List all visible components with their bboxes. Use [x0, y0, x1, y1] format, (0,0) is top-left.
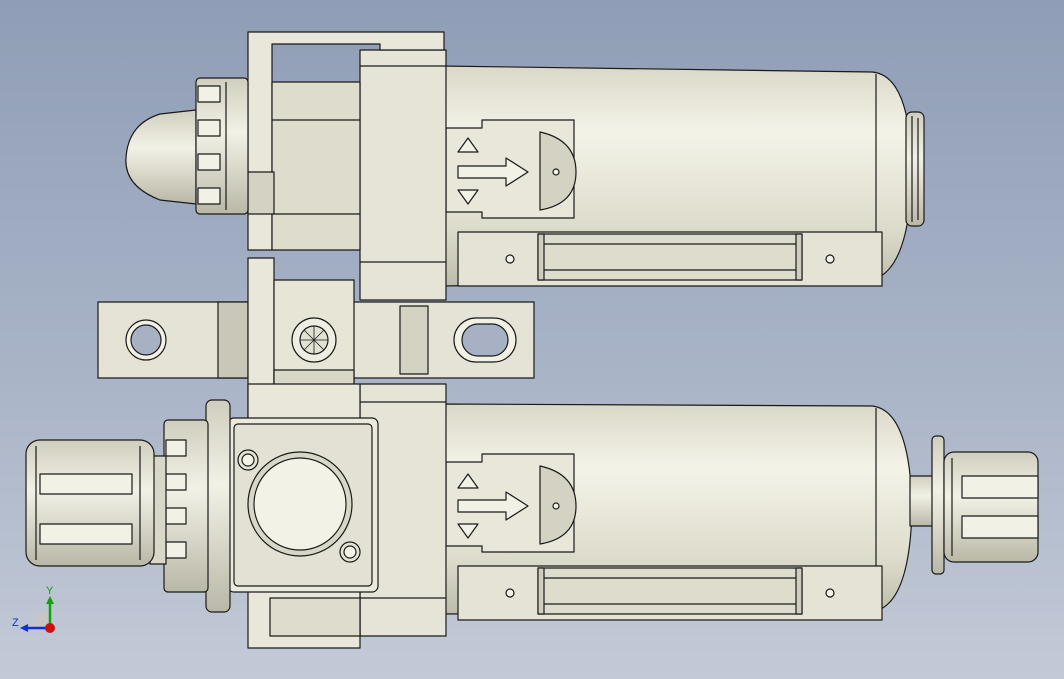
part-edge	[399, 305, 429, 375]
part-edge	[197, 85, 221, 103]
part-edge	[537, 567, 803, 615]
part-edge	[457, 189, 479, 205]
part-edge	[537, 567, 545, 615]
part-edge	[195, 77, 249, 215]
upper-unit	[125, 31, 925, 301]
upper-oil-plug	[125, 77, 249, 215]
part-edge	[25, 439, 155, 567]
drain-knob	[909, 435, 1039, 575]
part-edge	[961, 515, 1039, 539]
part-edge	[961, 475, 1039, 499]
upper-flow-arrow	[457, 157, 529, 187]
part-edge	[943, 451, 1039, 563]
part-edge	[457, 523, 479, 539]
part-edge	[247, 31, 445, 251]
part-edge	[552, 168, 560, 176]
part-edge	[39, 523, 133, 545]
part-edge	[165, 473, 187, 491]
part-edge	[241, 453, 255, 467]
part-edge	[505, 254, 515, 264]
part-edge	[165, 541, 187, 559]
upper-body-block	[359, 49, 447, 301]
triad-x-dot	[45, 623, 55, 633]
part-edge	[931, 435, 945, 575]
part-edge	[269, 597, 361, 637]
orientation-triad: Y Z	[12, 585, 55, 633]
triad-y-arrowhead	[46, 596, 54, 604]
part-edge	[130, 324, 162, 356]
part-edge	[39, 473, 133, 495]
part-edge	[343, 545, 357, 559]
part-edge	[197, 153, 221, 171]
part-edge	[795, 567, 803, 615]
part-edge	[461, 323, 509, 357]
part-edge	[795, 233, 803, 281]
part-edge	[217, 301, 249, 379]
part-edge	[825, 254, 835, 264]
part-edge	[825, 588, 835, 598]
part-edge	[300, 326, 328, 354]
part-edge	[125, 109, 197, 205]
part-edge	[537, 233, 803, 281]
part-edge	[197, 119, 221, 137]
triad-z-arrowhead	[20, 624, 28, 632]
part-edge	[905, 111, 925, 227]
part-edge	[457, 137, 479, 153]
part-edge	[32, 610, 50, 628]
part-edge	[909, 475, 935, 527]
part-edge	[457, 473, 479, 489]
triad-z-label: Z	[12, 617, 19, 629]
regulator-knob[interactable]	[25, 439, 155, 567]
part-edge	[197, 187, 221, 205]
part-edge	[552, 502, 560, 510]
part-edge	[271, 81, 361, 251]
part-edge	[505, 588, 515, 598]
part-edge	[165, 439, 187, 457]
part-edge	[247, 171, 275, 215]
part-edge	[205, 399, 231, 613]
part-edge	[537, 233, 545, 281]
part-edge	[165, 507, 187, 525]
mounting-bracket	[97, 257, 535, 419]
part-edge	[253, 457, 347, 551]
triad-y-label: Y	[46, 585, 54, 597]
lower-flow-arrow	[457, 491, 529, 521]
lower-unit	[25, 383, 1039, 649]
